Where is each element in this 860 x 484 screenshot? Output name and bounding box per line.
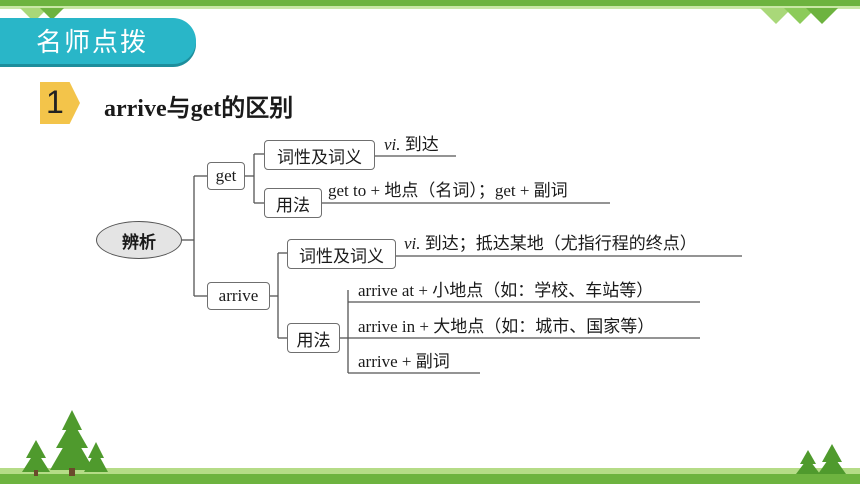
arrive-pos-meaning: 到达；抵达某地（尤指行程的终点）: [420, 234, 697, 253]
node-get-usage-label: 用法: [264, 188, 322, 218]
slide-heading: arrive与get的区别: [104, 96, 294, 122]
node-arrive: arrive: [207, 282, 270, 310]
arrive-pos-value: vi. 到达；抵达某地（尤指行程的终点）: [404, 234, 697, 254]
get-pos-value: vi. 到达: [384, 135, 439, 155]
node-arrive-pos-label: 词性及词义: [287, 239, 396, 269]
item-number: 1: [46, 84, 64, 120]
bottom-border-stripe: [0, 474, 860, 484]
arrive-usage-value-2: arrive in + 大地点（如：城市、国家等）: [358, 317, 655, 336]
get-usage-value: get to + 地点（名词）；get + 副词: [328, 181, 568, 200]
node-get: get: [207, 162, 245, 190]
get-pos-meaning: 到达: [400, 135, 439, 154]
arrive-usage-value-1: arrive at + 小地点（如：学校、车站等）: [358, 281, 654, 300]
node-get-pos-label: 词性及词义: [264, 140, 375, 170]
section-tab: [0, 18, 196, 64]
get-pos-abbr: vi.: [384, 135, 401, 154]
top-border-highlight: [0, 6, 860, 9]
section-tab-label: 名师点拨: [36, 28, 149, 58]
top-border-stripe: [0, 0, 860, 6]
bottom-border-highlight: [0, 468, 860, 474]
top-corner-triangles: [20, 8, 838, 24]
mindmap-root-node: 辨析: [96, 221, 182, 259]
node-arrive-usage-label: 用法: [287, 323, 340, 353]
arrive-usage-value-3: arrive + 副词: [358, 352, 450, 371]
arrive-pos-abbr: vi.: [404, 234, 421, 253]
